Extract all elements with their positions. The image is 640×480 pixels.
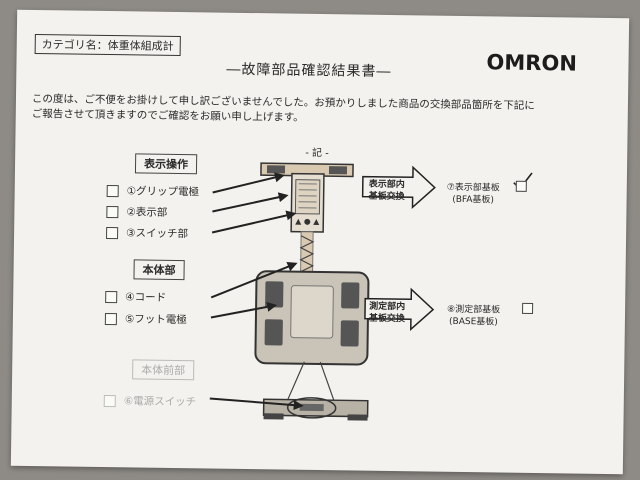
item-checkbox[interactable] bbox=[106, 205, 119, 218]
item-checkbox[interactable] bbox=[105, 290, 118, 303]
item-cord[interactable]: ④コード bbox=[105, 289, 166, 305]
measure-board-label: ⑧測定部基板 bbox=[446, 304, 501, 316]
measure-replace-arrow bbox=[364, 287, 435, 331]
display-board-checkbox[interactable] bbox=[515, 180, 527, 192]
display-board-label: ⑦表示部基板 bbox=[446, 182, 500, 194]
display-replace-arrow bbox=[361, 165, 436, 209]
display-replace-label: 表示部内 基板交換 bbox=[368, 179, 405, 203]
item-power-switch[interactable]: ⑥電源スイッチ bbox=[103, 393, 197, 409]
item-foot-electrode[interactable]: ⑤フット電極 bbox=[104, 311, 187, 327]
front-part-illustration bbox=[262, 397, 369, 421]
measure-board-sub: (BASE基板) bbox=[448, 316, 498, 328]
measure-replace-label: 測定部内 基板交換 bbox=[368, 301, 406, 325]
measure-board-checkbox[interactable] bbox=[522, 302, 534, 314]
item-checkbox[interactable] bbox=[106, 184, 119, 197]
device-diagram bbox=[209, 162, 533, 421]
item-grip-electrode[interactable]: ①グリップ電極 bbox=[106, 183, 200, 199]
display-board-result: ⑦表示部基板 (BFA基板) bbox=[447, 182, 500, 207]
body-scale-illustration bbox=[254, 270, 370, 366]
section-front: 本体前部 bbox=[132, 359, 195, 381]
measure-board-result: ⑧測定部基板 (BASE基板) bbox=[447, 304, 500, 329]
item-checkbox[interactable] bbox=[103, 394, 116, 407]
item-checkbox[interactable] bbox=[106, 226, 119, 239]
section-body: 本体部 bbox=[133, 259, 185, 281]
item-display[interactable]: ②表示部 bbox=[106, 204, 167, 220]
item-checkbox[interactable] bbox=[104, 312, 117, 325]
form-sheet: カテゴリ名：体重体組成計 ―故障部品確認結果書― OMRON この度は、ご不便を… bbox=[10, 9, 630, 475]
item-switch[interactable]: ③スイッチ部 bbox=[106, 225, 188, 241]
display-board-sub: (BFA基板) bbox=[452, 194, 495, 206]
section-display: 表示操作 bbox=[134, 153, 198, 175]
